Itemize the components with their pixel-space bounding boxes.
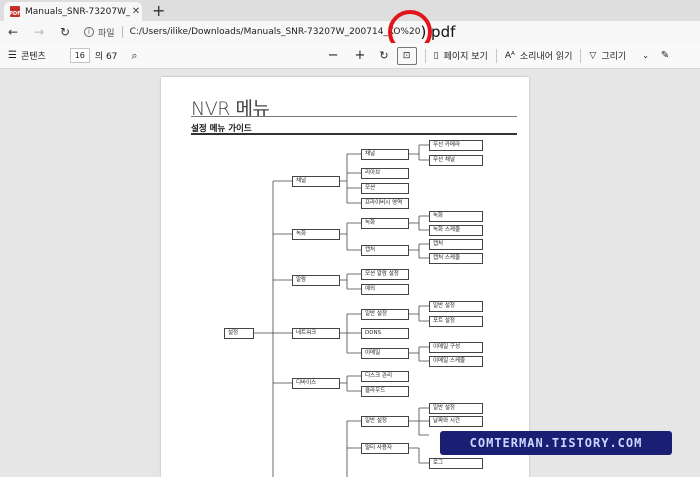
tree-node-l3: 로그 — [429, 458, 483, 469]
read-aloud-icon: Aᴬ — [504, 50, 515, 61]
fit-page-icon: ⊡ — [402, 50, 411, 61]
tree-node-l3: 무선 카메라 — [429, 140, 483, 151]
contents-label: 콘텐츠 — [20, 52, 46, 62]
page-title: NVR 메뉴 — [191, 98, 270, 120]
pdf-file-icon: PDF — [9, 6, 21, 17]
tree-node-l3: 일반 설정 — [429, 301, 483, 312]
tree-node-l3: 무선 채널 — [429, 155, 483, 166]
watermark-banner: COMTERMAN.TISTORY.COM — [440, 431, 672, 455]
title-rule — [191, 116, 517, 117]
tree-node-l2: 클라우드 — [361, 386, 409, 397]
info-icon: i — [84, 27, 94, 37]
new-tab-button[interactable]: + — [152, 1, 166, 20]
read-aloud-label: 소리내어 읽기 — [519, 52, 573, 62]
tree-node-l3: 날짜와 시간 — [429, 416, 483, 427]
back-arrow-icon[interactable]: ← — [7, 25, 19, 39]
search-icon[interactable]: ⌕ — [131, 48, 138, 62]
toolbar-divider — [580, 48, 582, 63]
fit-page-button[interactable]: ⊡ — [396, 46, 417, 65]
zoom-in-icon[interactable]: + — [354, 48, 366, 63]
page-number-input[interactable]: 16 — [69, 48, 90, 63]
tree-node-l3: 캡처 스케줄 — [429, 253, 483, 264]
chevron-down-icon[interactable]: ⌄ — [642, 51, 649, 60]
url-text[interactable]: C:/Users/ilike/Downloads/Manuals_SNR-732… — [129, 27, 421, 37]
tree-node-l2: 이메일 — [361, 348, 409, 359]
tree-connector-lines — [254, 144, 429, 477]
list-icon: ☰ — [8, 50, 17, 61]
tree-node-l1: 채널 — [292, 176, 340, 187]
tree-node-l1: 디바이스 — [292, 378, 340, 389]
section-heading: 설정 메뉴 가이드 — [191, 124, 252, 134]
page-total: 의 67 — [94, 52, 118, 62]
tree-node-l3: 포트 설정 — [429, 316, 483, 327]
tree-node-l2: 채널 — [361, 149, 409, 160]
tree-node-l3: 녹화 스케줄 — [429, 225, 483, 236]
tree-node-l2: 일반 설정 — [361, 416, 409, 427]
rotate-icon[interactable]: ↻ — [379, 49, 389, 62]
highlighter-icon[interactable]: ✎ — [660, 50, 670, 61]
browser-tab[interactable]: PDF Manuals_SNR-73207W_200714_K ✕ — [4, 2, 142, 21]
tree-node-l3: 녹화 — [429, 211, 483, 222]
toolbar-divider — [424, 48, 426, 63]
tree-node-l1: 네트워크 — [292, 328, 340, 339]
page-view-label: 페이지 보기 — [443, 52, 488, 62]
address-bar: ← → ↻ i 파일 C:/Users/ilike/Downloads/Manu… — [0, 21, 700, 43]
draw-button[interactable]: ▽ 그리기 — [589, 49, 627, 63]
tree-node-l1: 알람 — [292, 275, 340, 286]
toolbar-divider — [495, 48, 497, 63]
heading-rule — [191, 133, 517, 135]
draw-label: 그리기 — [601, 52, 627, 62]
pdf-toolbar: ☰ 콘텐츠 16 의 67 ⌕ − + ↻ ⊡ ▯ 페이지 보기 Aᴬ 소리내어… — [0, 43, 700, 69]
contents-button[interactable]: ☰ 콘텐츠 — [8, 49, 46, 62]
tree-node-l2: 예외 — [361, 284, 409, 295]
tree-node-l3: 이메일 구성 — [429, 342, 483, 353]
forward-arrow-icon[interactable]: → — [33, 25, 45, 39]
tree-node-l3: 캡처 — [429, 239, 483, 250]
tree-node-l2: 프라이버시 영역 — [361, 198, 409, 209]
tree-node-l2: 모션 알람 설정 — [361, 269, 409, 280]
tree-node-l2: 일반 설정 — [361, 309, 409, 320]
reload-icon[interactable]: ↻ — [59, 25, 71, 39]
page-view-button[interactable]: ▯ 페이지 보기 — [433, 49, 488, 63]
pdf-page: NVR 메뉴 설정 메뉴 가이드 설정 채널 녹화 — [161, 77, 529, 477]
close-tab-icon[interactable]: ✕ — [131, 6, 141, 17]
site-info-button[interactable]: i 파일 — [84, 26, 115, 39]
tree-node-l3: 이메일 스케줄 — [429, 356, 483, 367]
tree-node-l2: 리아브 — [361, 168, 409, 179]
tree-node-root: 설정 — [224, 328, 254, 339]
pen-icon: ▽ — [589, 50, 597, 61]
tree-node-l2: 멀티 사용자 — [361, 443, 409, 454]
tree-node-l2: 디스크 관리 — [361, 371, 409, 382]
tab-title: Manuals_SNR-73207W_200714_K — [25, 6, 130, 17]
tree-node-l2: 모션 — [361, 183, 409, 194]
tree-node-l1: 녹화 — [292, 229, 340, 240]
page-view-icon: ▯ — [433, 50, 439, 61]
tree-node-l2: 녹화 — [361, 218, 409, 229]
tree-node-l2: 캡처 — [361, 245, 409, 256]
tree-node-l3: 일반 설정 — [429, 403, 483, 414]
zoom-out-icon[interactable]: − — [327, 48, 339, 63]
read-aloud-button[interactable]: Aᴬ 소리내어 읽기 — [504, 49, 573, 63]
tab-strip: PDF Manuals_SNR-73207W_200714_K ✕ + — [0, 0, 700, 21]
site-info-label: 파일 — [98, 28, 115, 39]
tree-node-l2: DDNS — [361, 328, 409, 339]
address-divider — [121, 26, 123, 38]
